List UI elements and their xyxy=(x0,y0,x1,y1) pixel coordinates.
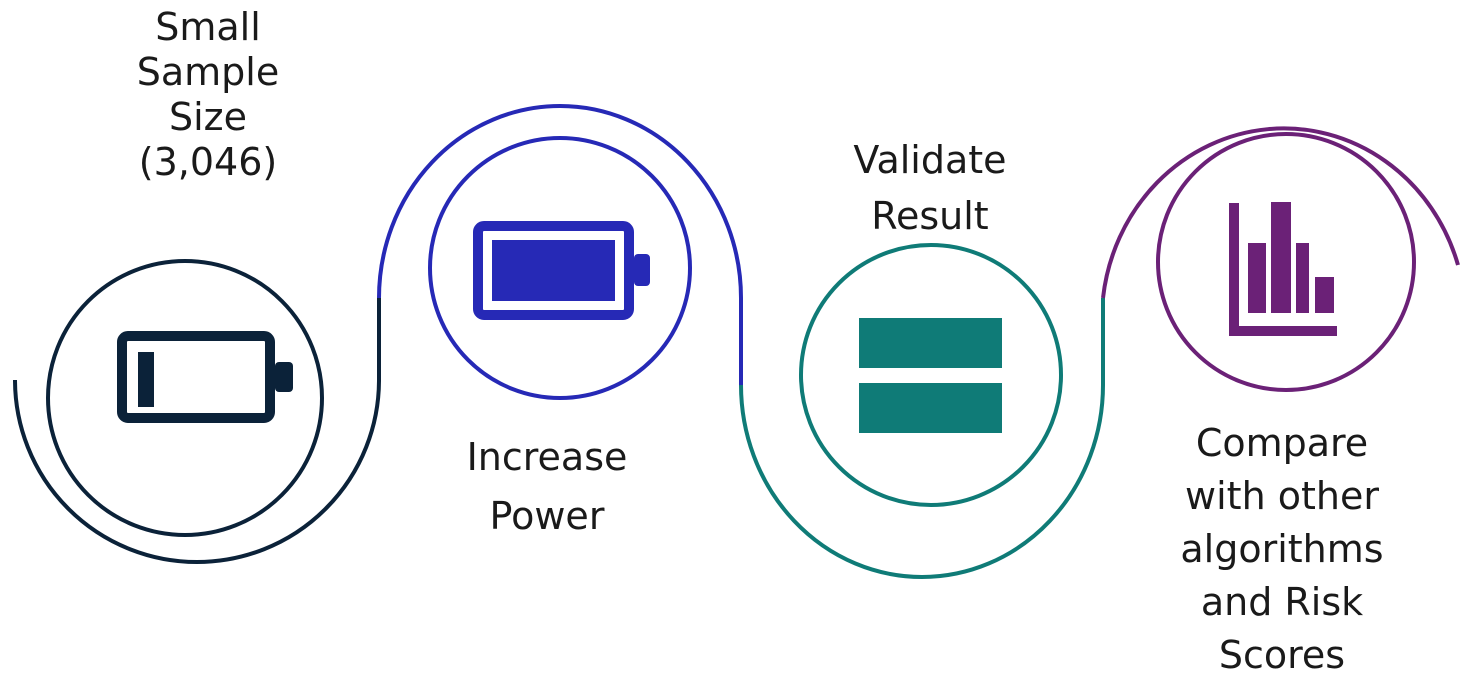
step-4-label-line: algorithms xyxy=(1180,527,1384,571)
step-circle-3 xyxy=(799,243,1063,507)
bar-chart-icon xyxy=(1229,202,1337,336)
step-1-label-line: Size xyxy=(168,95,247,139)
step-4-label: Compare with other algorithms and Risk S… xyxy=(1172,417,1392,682)
step-3-label: Validate Result xyxy=(830,132,1030,244)
step-circle-1 xyxy=(46,259,324,537)
connector-curve-3 xyxy=(739,298,1105,579)
connector-curve-1 xyxy=(13,298,381,564)
connector-curve-2 xyxy=(377,104,743,385)
step-3-label-line: Validate xyxy=(853,138,1007,182)
step-1-label: Small Sample Size (3,046) xyxy=(108,5,308,185)
step-4-label-line: Compare xyxy=(1195,421,1369,465)
step-2-label-line: Increase xyxy=(466,435,628,479)
step-1-label-line: (3,046) xyxy=(138,140,278,184)
step-2-label-line: Power xyxy=(489,494,605,538)
equals-icon xyxy=(859,318,1002,433)
full-battery-icon xyxy=(473,221,650,320)
low-battery-icon xyxy=(117,331,293,423)
connector-curve-4 xyxy=(1101,126,1460,299)
step-1-label-line: Sample xyxy=(136,50,280,94)
step-4-label-line: with other xyxy=(1185,474,1379,518)
step-4-label-line: and Risk xyxy=(1200,580,1364,624)
step-3-label-line: Result xyxy=(871,194,989,238)
step-2-label: Increase Power xyxy=(447,428,647,546)
step-1-label-line: Small xyxy=(155,5,261,49)
step-4-label-line: Scores xyxy=(1218,633,1346,677)
